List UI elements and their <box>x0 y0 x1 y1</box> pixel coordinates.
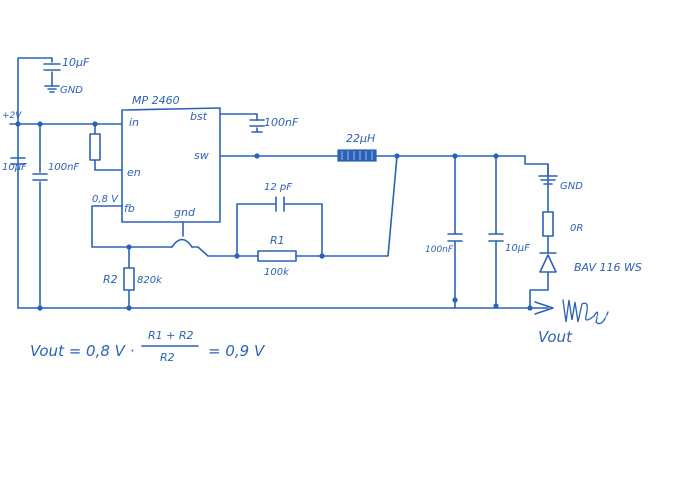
capacitor-top-10uf <box>43 63 61 71</box>
wires <box>9 57 549 309</box>
capacitor-input-100nf <box>32 173 48 181</box>
resistor-r2 <box>123 267 135 291</box>
label-inductor: 22µH <box>346 132 375 145</box>
label-c-out2: 10µF <box>505 243 530 254</box>
capacitor-output-100nf <box>447 233 463 242</box>
label-pin-in: in <box>129 116 139 129</box>
labels: 10µF GND +2V MP 2460 in bst sw en fb gnd… <box>2 56 642 346</box>
formula-lhs: Vout = 0,8 V · <box>30 342 134 360</box>
label-c-top: 10µF <box>62 56 90 69</box>
label-ic-name: MP 2460 <box>132 94 180 107</box>
resistor-enable <box>89 133 101 161</box>
ground-symbol-right <box>538 175 558 185</box>
label-pin-gnd: gnd <box>174 206 196 219</box>
formula-numerator: R1 + R2 <box>148 329 194 342</box>
label-c-out1: 100nF <box>425 245 454 255</box>
label-pin-fb: fb <box>124 202 135 215</box>
label-scribble: Vbattery <box>596 315 614 320</box>
label-vin: +2V <box>2 111 22 121</box>
ground-symbol-top <box>44 85 60 93</box>
label-pin-sw: sw <box>194 149 209 162</box>
label-c-in2: 100nF <box>48 162 79 173</box>
junction-dots <box>15 121 533 311</box>
vout-arrow <box>534 301 554 315</box>
capacitor-feedforward-12pf <box>275 196 285 212</box>
label-c-in1: 10µF <box>2 162 27 173</box>
scribble-mark <box>562 299 609 325</box>
label-gnd-top: GND <box>60 85 83 96</box>
label-pin-en: en <box>127 166 141 179</box>
formula: Vout = 0,8 V · R1 + R2 R2 = 0,9 V <box>30 329 266 364</box>
formula-result: = 0,9 V <box>208 342 266 360</box>
label-r2: R2 <box>103 273 118 286</box>
label-vout: Vout <box>538 328 573 346</box>
label-r1: R1 <box>270 234 285 247</box>
label-fb-voltage: 0,8 V <box>92 194 119 205</box>
label-diode: BAV 116 WS <box>574 261 642 274</box>
label-r2-value: 820k <box>137 275 163 286</box>
ic-mp2460 <box>121 107 221 223</box>
formula-denominator: R2 <box>160 351 175 364</box>
label-c-bst: 100nF <box>264 116 299 129</box>
diode-bav116ws <box>539 252 557 273</box>
capacitor-input-10uf <box>10 157 26 165</box>
capacitor-output-10uf <box>488 233 504 242</box>
capacitor-bst-100nf <box>249 119 265 127</box>
label-gnd-right: GND <box>560 181 583 192</box>
resistor-0r <box>542 211 554 237</box>
resistor-r1 <box>257 250 297 262</box>
label-r1-value: 100k <box>264 267 290 278</box>
label-pin-bst: bst <box>190 110 208 123</box>
label-r-zero: 0R <box>570 223 583 234</box>
inductor-22uh <box>337 149 377 162</box>
label-c-ff: 12 pF <box>264 182 292 193</box>
